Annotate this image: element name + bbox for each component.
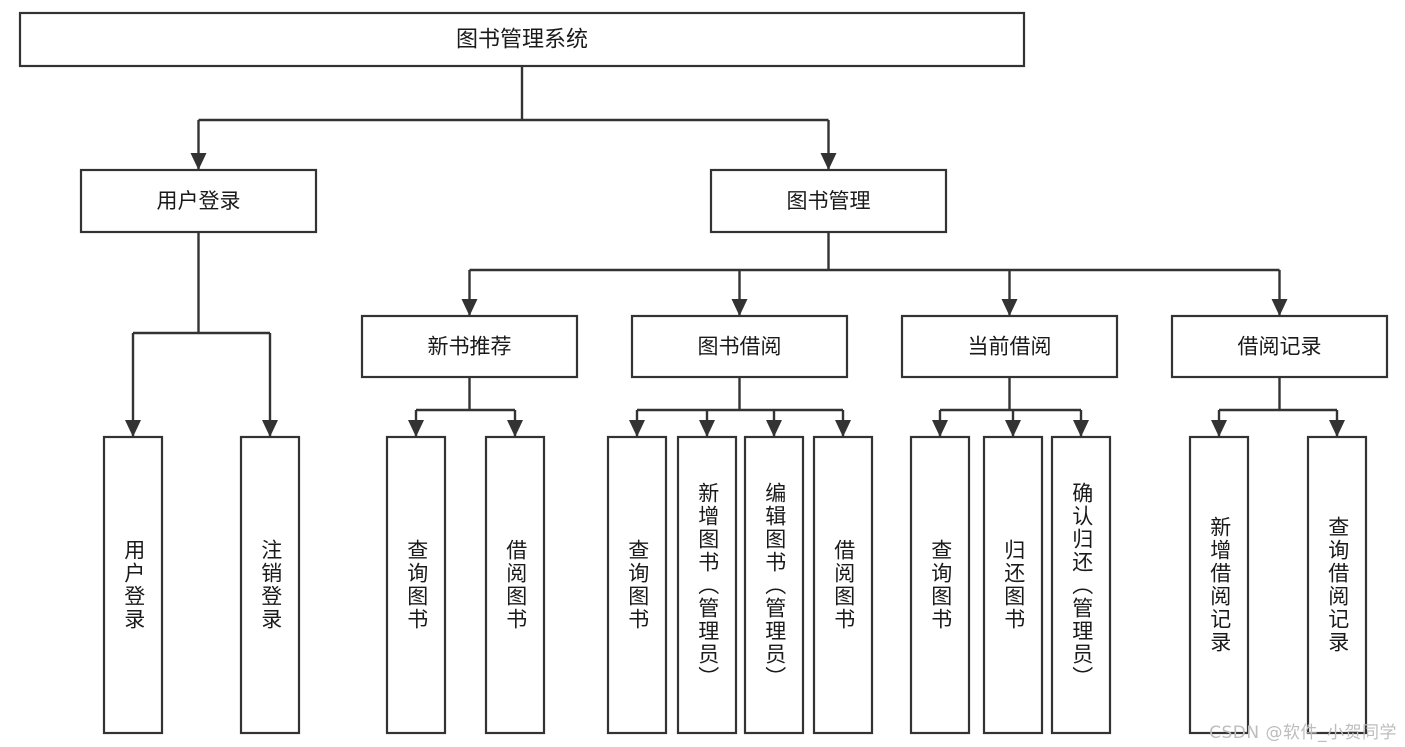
node-box-leaf-user-login[interactable] [102,435,164,735]
arrow-head [408,420,424,437]
arrow-head [731,299,748,316]
arrow-head [1001,299,1018,316]
arrow-head [1211,420,1227,437]
arrow-head [461,299,478,316]
node-box-current-borrow[interactable] [900,314,1119,379]
node-box-leaf-edit-book[interactable] [743,435,805,735]
arrow-head [835,420,851,437]
node-box-leaf-query-book-rec[interactable] [385,435,447,735]
node-label-borrow-record: 借阅记录 [1238,335,1322,359]
node-label-book-borrow: 图书借阅 [698,335,782,359]
arrow-head [262,420,278,437]
node-box-leaf-query-book-borrow[interactable] [606,435,668,735]
arrow-head [629,420,645,437]
node-box-root[interactable] [18,11,1026,68]
node-box-leaf-add-book[interactable] [676,435,738,735]
node-box-leaf-query-book-current[interactable] [909,435,971,735]
node-box-leaf-query-record[interactable] [1306,435,1368,735]
node-label-book-manage: 图书管理 [787,189,871,213]
node-box-book-borrow[interactable] [630,314,849,379]
node-box-book-manage[interactable] [709,168,948,234]
node-label-root: 图书管理系统 [456,28,588,53]
arrow-head [1005,420,1021,437]
node-box-borrow-record[interactable] [1170,314,1389,379]
node-box-leaf-return-book[interactable] [982,435,1044,735]
node-box-leaf-logout[interactable] [239,435,301,735]
watermark-text: CSDN @软件_小贺同学 [1209,723,1397,743]
connectors-layer [125,66,1345,437]
node-box-leaf-add-record[interactable] [1188,435,1250,735]
arrow-head [190,153,207,170]
arrow-head [1271,299,1288,316]
arrow-head [1073,420,1089,437]
arrow-head [125,420,141,437]
arrow-head [699,420,715,437]
arrow-head [507,420,523,437]
arrow-head [932,420,948,437]
node-box-leaf-borrow-book-rec[interactable] [484,435,546,735]
node-label-current-borrow: 当前借阅 [968,335,1052,359]
node-box-user-login[interactable] [79,168,318,234]
arrow-head [1329,420,1345,437]
node-label-new-book-recommend: 新书推荐 [428,335,512,359]
boxes-layer [18,11,1389,735]
arrow-head [820,153,837,170]
node-label-user-login: 用户登录 [157,189,241,213]
node-box-leaf-confirm-return[interactable] [1050,435,1112,735]
arrow-head [766,420,782,437]
node-box-new-book-recommend[interactable] [360,314,579,379]
node-box-leaf-borrow-book[interactable] [812,435,874,735]
